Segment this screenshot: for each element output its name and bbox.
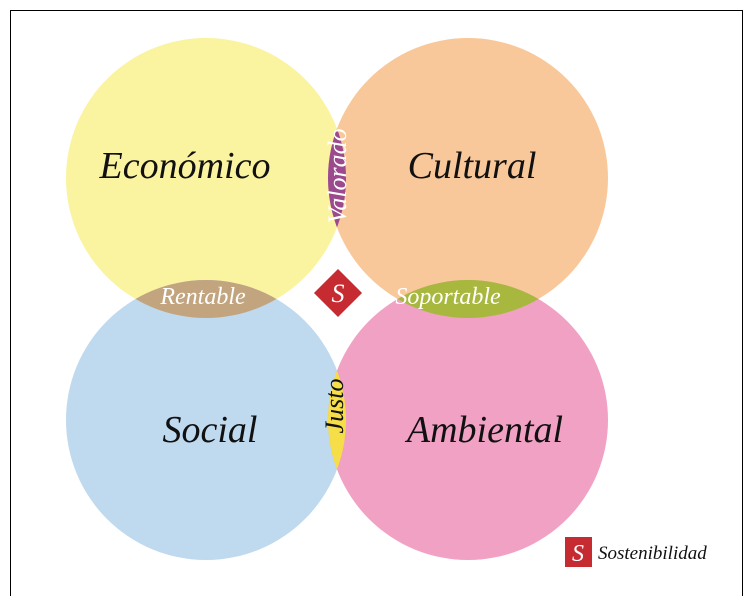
- label-rentable: Rentable: [159, 284, 246, 310]
- center-marker-letter: S: [332, 279, 345, 308]
- legend-marker: [565, 537, 592, 567]
- circle-economico: [66, 38, 346, 318]
- circle-social: [66, 280, 346, 560]
- label-economico: Económico: [99, 145, 271, 187]
- center-sostenibilidad-marker: [313, 268, 363, 318]
- legend: S Sostenibilidad: [565, 537, 707, 567]
- diagram-frame: [10, 10, 743, 596]
- label-soportable: Soportable: [395, 284, 501, 310]
- circle-ambiental: [328, 280, 608, 560]
- label-justo: Justo: [320, 379, 349, 434]
- circle-cultural: [328, 38, 608, 318]
- label-valorado: Valorado: [323, 128, 352, 223]
- legend-label: Sostenibilidad: [598, 543, 707, 564]
- label-social: Social: [163, 409, 258, 451]
- legend-marker-letter: S: [572, 541, 584, 567]
- label-cultural: Cultural: [408, 145, 537, 187]
- label-ambiental: Ambiental: [404, 409, 563, 451]
